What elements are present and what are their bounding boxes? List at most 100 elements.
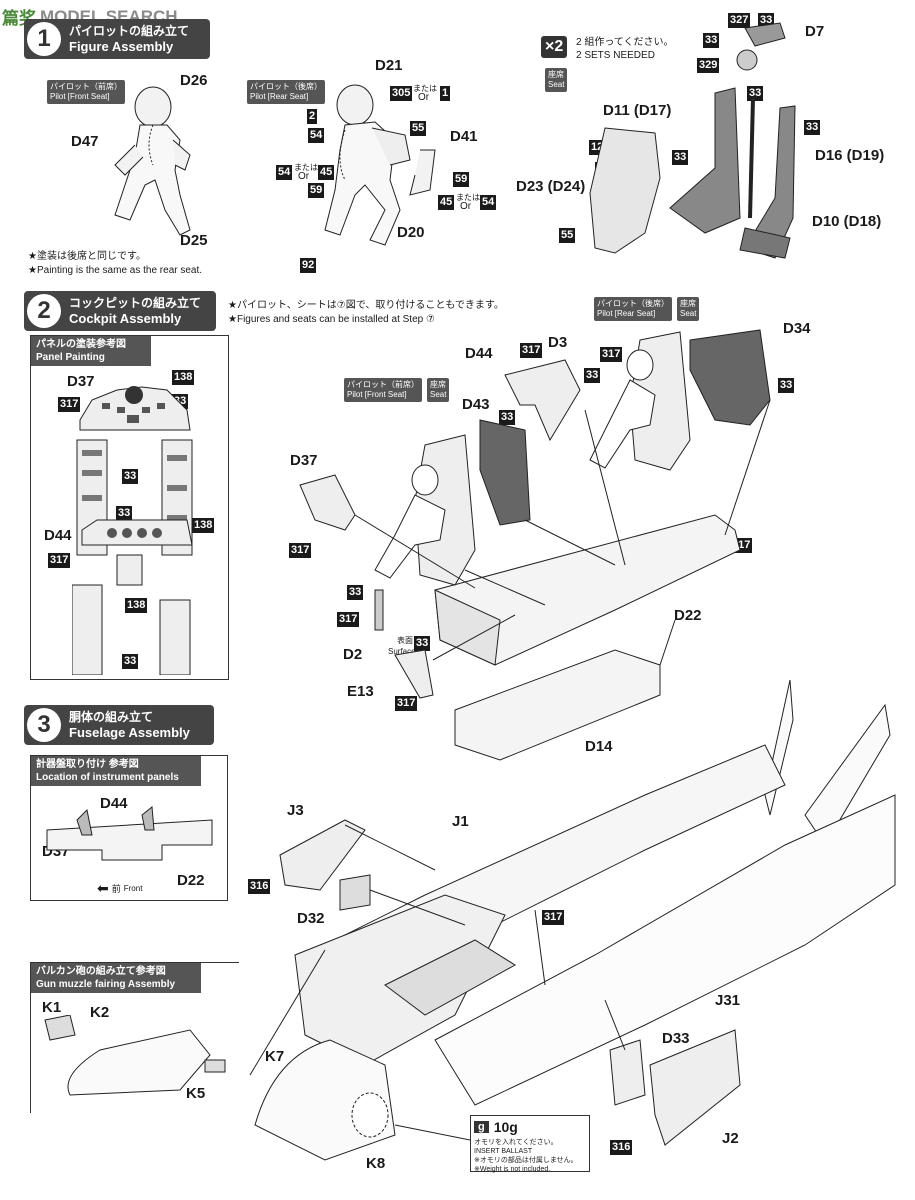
cockpit-d37: D37: [290, 452, 318, 469]
gun-k1: K1: [42, 999, 62, 1016]
ballast-letter: g: [474, 1121, 489, 1133]
fus-j31: J31: [715, 992, 741, 1009]
step2-number: 2: [27, 294, 61, 328]
gun-k2: K2: [90, 1004, 110, 1021]
cockpit-color-317d: 317: [289, 543, 312, 558]
panel-color-138c: 138: [125, 598, 148, 613]
step1-paint-note-jp: ★塗装は後席と同じです。: [28, 251, 146, 262]
panel-color-317a: 317: [58, 397, 81, 412]
color-54c: 54: [480, 195, 497, 210]
color-45b: 45: [438, 195, 455, 210]
tag-jp: パイロット（後席）: [597, 299, 669, 308]
tag-jp: パイロット（前席）: [50, 82, 122, 91]
surface-jp: 表面: [397, 636, 413, 645]
part-d23: D23 (D24): [516, 178, 586, 195]
instrument-location-drawing: [46, 806, 213, 861]
cockpit-color-33c: 33: [499, 410, 516, 425]
tag-en: Pilot [Front Seat]: [347, 390, 407, 399]
seat-needed-jp: 2 組作ってください。: [576, 37, 674, 48]
tag-en: Seat: [680, 309, 697, 318]
cockpit-color-317a: 317: [520, 343, 543, 358]
cockpit-d2: D2: [343, 646, 363, 663]
cockpit-color-33d: 33: [347, 585, 364, 600]
cockpit-color-317e: 317: [337, 612, 360, 627]
color-54b: 54: [276, 165, 293, 180]
front-direction: ⬅ 前 Front: [97, 880, 142, 897]
cockpit-color-317b: 317: [600, 347, 623, 362]
tag-en: Pilot [Rear Seat]: [250, 92, 309, 101]
seat-needed-en: 2 SETS NEEDED: [576, 50, 655, 61]
fus-color-316b: 316: [610, 1140, 633, 1155]
step2-rear-seat-tag: 座席 Seat: [677, 297, 700, 321]
panel-color-138a: 138: [172, 370, 195, 385]
instrument-panel-drawings: [72, 386, 193, 675]
part-d47: D47: [71, 133, 99, 150]
step2-note-en: ★Figures and seats can be installed at S…: [228, 314, 435, 325]
color-1: 1: [440, 86, 451, 101]
color-33-e: 33: [672, 150, 689, 165]
cockpit-exploded-drawing: [299, 329, 771, 761]
cockpit-color-33e: 33: [414, 636, 431, 651]
inst-d44: D44: [100, 795, 128, 812]
step1-header: 1 パイロットの組み立て Figure Assembly: [24, 19, 210, 59]
cockpit-color-317f: 317: [395, 696, 418, 711]
cockpit-d44: D44: [465, 345, 493, 362]
tag-en: Pilot [Front Seat]: [50, 92, 110, 101]
part-d10: D10 (D18): [812, 213, 882, 230]
step1-number: 1: [27, 22, 61, 56]
tag-jp: 座席: [430, 380, 446, 389]
seat-times-badge: ×2: [541, 36, 568, 58]
inst-title-en: Location of instrument panels: [36, 772, 179, 783]
color-329: 329: [697, 58, 720, 73]
or-en: Or: [418, 92, 430, 103]
fus-d32: D32: [297, 910, 325, 927]
cockpit-color-33a: 33: [584, 368, 601, 383]
part-d25: D25: [180, 232, 208, 249]
inst-location-title: 計器盤取り付け 参考図 Location of instrument panel…: [31, 756, 201, 786]
part-d20: D20: [397, 224, 425, 241]
color-59a: 59: [308, 183, 325, 198]
panel-d44: D44: [44, 527, 72, 544]
front-pilot-figure: [114, 86, 191, 236]
part-d7: D7: [805, 23, 825, 40]
step3-header: 3 胴体の組み立て Fuselage Assembly: [24, 705, 214, 745]
fus-color-316a: 316: [248, 879, 271, 894]
cockpit-e13: E13: [347, 683, 374, 700]
seat-exploded-drawing: [589, 22, 796, 259]
cockpit-d3: D3: [548, 334, 568, 351]
fus-j2: J2: [722, 1130, 739, 1147]
front-arrow-icon: ⬅: [97, 880, 109, 896]
color-33-c: 33: [747, 86, 764, 101]
fus-j1: J1: [452, 813, 469, 830]
panel-color-33d: 33: [122, 654, 139, 669]
panel-title-jp: パネルの塗装参考図: [36, 339, 126, 350]
panel-title-en: Panel Painting: [36, 352, 105, 363]
cockpit-d14: D14: [585, 738, 613, 755]
color-33-d: 33: [804, 120, 821, 135]
color-33-b: 33: [703, 33, 720, 48]
step1-rear-pilot-tag: パイロット（後席） Pilot [Rear Seat]: [247, 80, 325, 104]
panel-d37: D37: [67, 373, 95, 390]
step1-title-en: Figure Assembly: [69, 38, 174, 54]
fus-d33: D33: [662, 1030, 690, 1047]
panel-color-33b: 33: [122, 469, 139, 484]
fus-k7: K7: [265, 1048, 285, 1065]
part-d11: D11 (D17): [603, 102, 672, 119]
gun-k5: K5: [186, 1085, 206, 1102]
ballast-jp2: ※オモリの部品は付属しません。: [474, 1157, 578, 1164]
ballast-weight: 10g: [493, 1119, 518, 1135]
ballast-callout: g 10g オモリを入れてください。 INSERT BALLAST ※オモリの部…: [470, 1115, 590, 1173]
surface-en: Surface: [388, 647, 416, 656]
step3-title-en: Fuselage Assembly: [69, 724, 190, 740]
front-en: Front: [123, 884, 143, 893]
front-jp: 前: [111, 884, 121, 894]
cockpit-d22: D22: [674, 607, 702, 624]
step1-title-jp: パイロットの組み立て: [69, 23, 190, 38]
color-327: 327: [728, 13, 751, 28]
tag-en: Pilot [Rear Seat]: [597, 309, 656, 318]
fus-j3: J3: [287, 802, 304, 819]
cockpit-color-33b: 33: [778, 378, 795, 393]
part-d41: D41: [450, 128, 478, 145]
gun-fairing-drawing: [44, 1015, 226, 1096]
step2-rear-pilot-tag: パイロット（後席） Pilot [Rear Seat]: [594, 297, 672, 321]
